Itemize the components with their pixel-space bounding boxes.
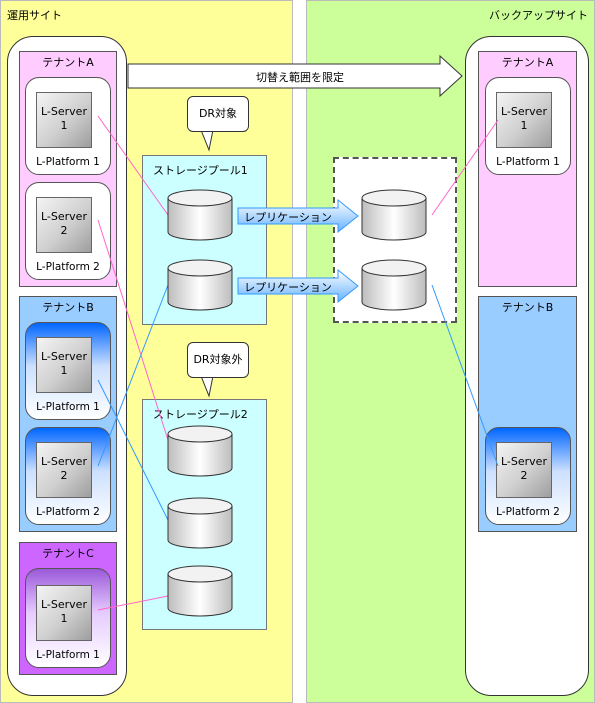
link-c1-pool2 (97, 595, 169, 611)
tenant-c-title: テナントC (42, 547, 94, 560)
link-a1-pool1 (97, 115, 169, 216)
server-c1-box: L-Server 1 (36, 585, 92, 641)
backup-tenant-b-title: テナントB (501, 301, 554, 314)
server-a2-box: L-Server 2 (36, 197, 92, 253)
platform-b2-label: L-Platform 2 (36, 506, 100, 518)
link-b1-pool2 (97, 379, 169, 521)
server-a2-name: L-Server (41, 210, 87, 223)
backup-server-a1-name: L-Server (501, 105, 547, 118)
tenant-a-title: テナントA (42, 56, 94, 69)
link-b2-pool1 (97, 284, 169, 467)
replication-arrow-2 (237, 268, 359, 304)
disk-backup-2 (361, 259, 427, 311)
backup-server-b2-box: L-Server 2 (496, 442, 552, 498)
backup-server-a1-number: 1 (520, 119, 528, 132)
platform-c1-label: L-Platform 1 (36, 649, 100, 661)
platform-a2-label: L-Platform 2 (36, 261, 100, 273)
server-b2-box: L-Server 2 (36, 442, 92, 498)
platform-a1: L-Server 1 L-Platform 1 (25, 77, 111, 175)
replication-label-1: レプリケーション (244, 211, 332, 224)
platform-b1: L-Server 1 L-Platform 1 (25, 322, 111, 420)
backup-server-a1-box: L-Server 1 (496, 92, 552, 148)
link-a2-pool2 (97, 219, 169, 441)
server-a2-number: 2 (60, 224, 68, 237)
switch-scope-label: 切替え範囲を限定 (256, 71, 344, 84)
backup-platform-a1: L-Server 1 L-Platform 1 (485, 77, 571, 175)
server-a1-name: L-Server (41, 105, 87, 118)
storage-pool-1-title: ストレージプール1 (153, 164, 248, 177)
tenant-b-title: テナントB (42, 301, 94, 314)
switch-scope-arrow (127, 54, 463, 98)
connector-lines (97, 115, 499, 611)
platform-a1-label: L-Platform 1 (36, 156, 100, 168)
disk-backup-1 (361, 189, 427, 241)
disk-pool1-1 (167, 189, 233, 241)
server-b1-name: L-Server (41, 350, 87, 363)
dr-excluded-label: DR対象外 (187, 342, 249, 378)
server-c1-name: L-Server (41, 598, 87, 611)
platform-b2: L-Server 2 L-Platform 2 (25, 427, 111, 525)
disk-pool2-1 (167, 425, 233, 477)
platform-a2: L-Server 2 L-Platform 2 (25, 182, 111, 280)
server-b1-box: L-Server 1 (36, 337, 92, 393)
platform-c1: L-Server 1 L-Platform 1 (25, 568, 111, 668)
backup-server-b2-name: L-Server (501, 455, 547, 468)
platform-b1-label: L-Platform 1 (36, 401, 100, 413)
backup-site-title: バックアップサイト (489, 9, 588, 22)
server-a1-box: L-Server 1 (36, 92, 92, 148)
server-b1-number: 1 (60, 364, 68, 377)
replication-label-2: レプリケーション (244, 281, 332, 294)
disk-pool1-2 (167, 259, 233, 311)
replication-arrow-1 (237, 198, 359, 234)
disk-pool2-3 (167, 565, 233, 617)
backup-platform-a1-label: L-Platform 1 (496, 156, 560, 168)
disk-pool2-2 (167, 497, 233, 549)
backup-tenant-a-title: テナントA (501, 56, 554, 69)
server-a1-number: 1 (60, 119, 68, 132)
backup-server-b2-number: 2 (520, 469, 528, 482)
server-b2-name: L-Server (41, 455, 87, 468)
link-backup-disk2-b2 (431, 284, 499, 467)
link-backup-disk1-a1 (431, 119, 499, 216)
server-c1-number: 1 (60, 612, 68, 625)
backup-platform-b2-label: L-Platform 2 (496, 506, 560, 518)
dr-target-label: DR対象 (187, 96, 249, 132)
backup-platform-b2: L-Server 2 L-Platform 2 (485, 427, 571, 525)
storage-pool-2-title: ストレージプール2 (153, 408, 248, 421)
primary-site-title: 運用サイト (7, 9, 62, 22)
server-b2-number: 2 (60, 469, 68, 482)
